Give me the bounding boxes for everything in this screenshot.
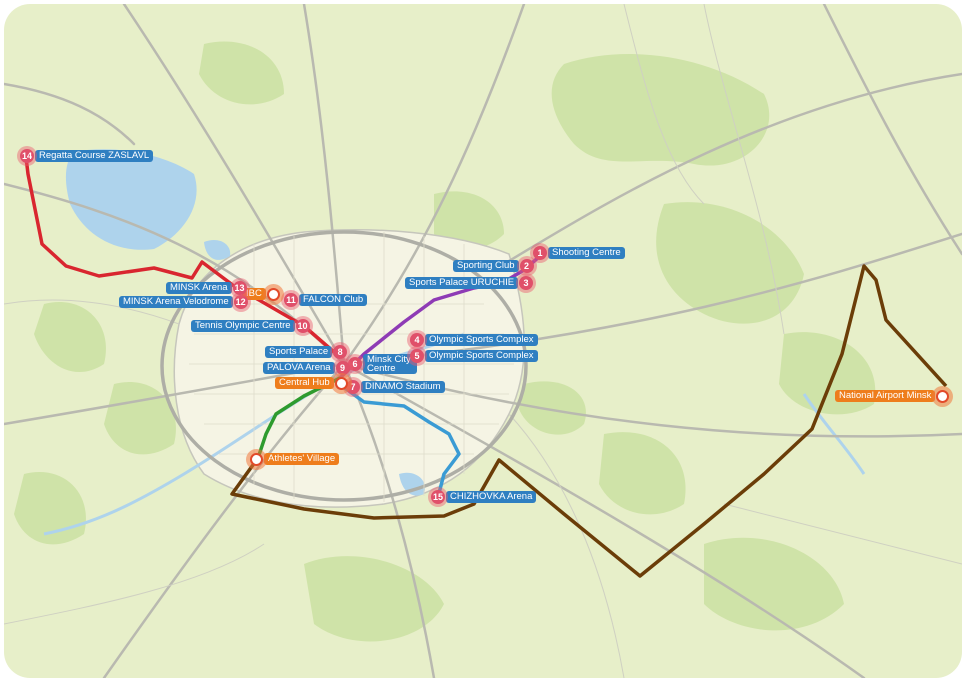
- venue-marker-5[interactable]: 5 Olympic Sports Complex: [410, 349, 539, 363]
- venue-label: Regatta Course ZASLAVL: [35, 150, 154, 162]
- venue-marker-3[interactable]: 3 Sports Palace URUCHIE: [404, 276, 534, 290]
- minor-roads: [4, 4, 962, 678]
- hub-pin-icon: [266, 287, 280, 301]
- venue-label: CHIZHOVKA Arena: [446, 491, 537, 503]
- hub-label: Central Hub: [275, 377, 334, 389]
- venue-label: Olympic Sports Complex: [425, 350, 538, 362]
- venue-number-badge: 14: [20, 149, 34, 163]
- venue-label: Sporting Club: [453, 260, 519, 272]
- hub-label: National Airport Minsk: [835, 390, 936, 402]
- venue-marker-12[interactable]: 12 MINSK Arena Velodrome: [118, 295, 248, 309]
- venue-marker-10[interactable]: 10 Tennis Olympic Centre: [190, 319, 310, 333]
- ring-road: [160, 230, 528, 502]
- venue-marker-8[interactable]: 8 Sports Palace: [264, 345, 348, 359]
- hub-marker-central[interactable]: Central Hub: [274, 376, 348, 390]
- venue-number-badge: 8: [333, 345, 348, 359]
- venue-label: Shooting Centre: [548, 247, 625, 259]
- venue-marker-1[interactable]: 1 Shooting Centre: [533, 246, 626, 260]
- venue-label: Minsk City Centre: [363, 354, 417, 374]
- venue-label: Sports Palace: [265, 346, 333, 358]
- venue-label: DINAMO Stadium: [361, 381, 445, 393]
- venue-marker-6[interactable]: 6 Minsk City Centre: [348, 354, 418, 374]
- venue-number-badge: 11: [284, 293, 298, 307]
- hub-marker-airport[interactable]: National Airport Minsk: [834, 389, 950, 403]
- forest-areas: [14, 41, 876, 642]
- venue-number-badge: 4: [410, 333, 424, 347]
- venue-marker-13[interactable]: 13 MINSK Arena: [165, 281, 247, 295]
- venue-label: Tennis Olympic Centre: [191, 320, 295, 332]
- venue-number-badge: 13: [232, 281, 247, 295]
- venue-number-badge: 12: [233, 295, 248, 309]
- hub-pin-icon: [936, 389, 950, 403]
- venue-number-badge: 15: [431, 490, 445, 504]
- route-red: [24, 156, 336, 354]
- venue-number-badge: 9: [335, 361, 350, 375]
- venue-marker-15[interactable]: 15 CHIZHOVKA Arena: [431, 490, 537, 504]
- hub-pin-icon: [334, 376, 348, 390]
- venue-number-badge: 3: [519, 276, 534, 290]
- hub-label: IBC: [242, 288, 266, 300]
- route-brown: [230, 264, 948, 578]
- venue-label: PALOVA Arena: [263, 362, 335, 374]
- venue-marker-11[interactable]: 11 FALCON Club: [284, 293, 368, 307]
- hub-marker-ibc[interactable]: IBC: [241, 287, 280, 301]
- venue-marker-4[interactable]: 4 Olympic Sports Complex: [410, 333, 539, 347]
- venue-label: MINSK Arena Velodrome: [119, 296, 233, 308]
- route-green: [256, 376, 341, 459]
- map-viewport[interactable]: 1 Shooting Centre 2 Sporting Club 3 Spor…: [4, 4, 962, 678]
- venue-number-badge: 1: [533, 246, 547, 260]
- hub-marker-athletes-village[interactable]: Athletes' Village: [250, 452, 340, 466]
- venue-number-badge: 5: [410, 349, 424, 363]
- venue-label: Sports Palace URUCHIE: [405, 277, 519, 289]
- hub-label: Athletes' Village: [264, 453, 340, 465]
- venue-label: Olympic Sports Complex: [425, 334, 538, 346]
- venue-marker-2[interactable]: 2 Sporting Club: [452, 259, 534, 273]
- water-bodies: [65, 149, 425, 496]
- route-purple: [338, 254, 542, 380]
- route-blue: [340, 384, 461, 498]
- venue-marker-7[interactable]: 7 DINAMO Stadium: [346, 380, 446, 394]
- venue-marker-14[interactable]: 14 Regatta Course ZASLAVL: [20, 149, 154, 163]
- venue-number-badge: 10: [295, 319, 310, 333]
- venue-number-badge: 6: [348, 357, 362, 371]
- hub-pin-icon: [250, 452, 263, 466]
- venue-number-badge: 7: [346, 380, 360, 394]
- venue-marker-9[interactable]: 9 PALOVA Arena: [262, 361, 350, 375]
- venue-label: MINSK Arena: [166, 282, 232, 294]
- venue-label: FALCON Club: [299, 294, 368, 306]
- venue-number-badge: 2: [519, 259, 534, 273]
